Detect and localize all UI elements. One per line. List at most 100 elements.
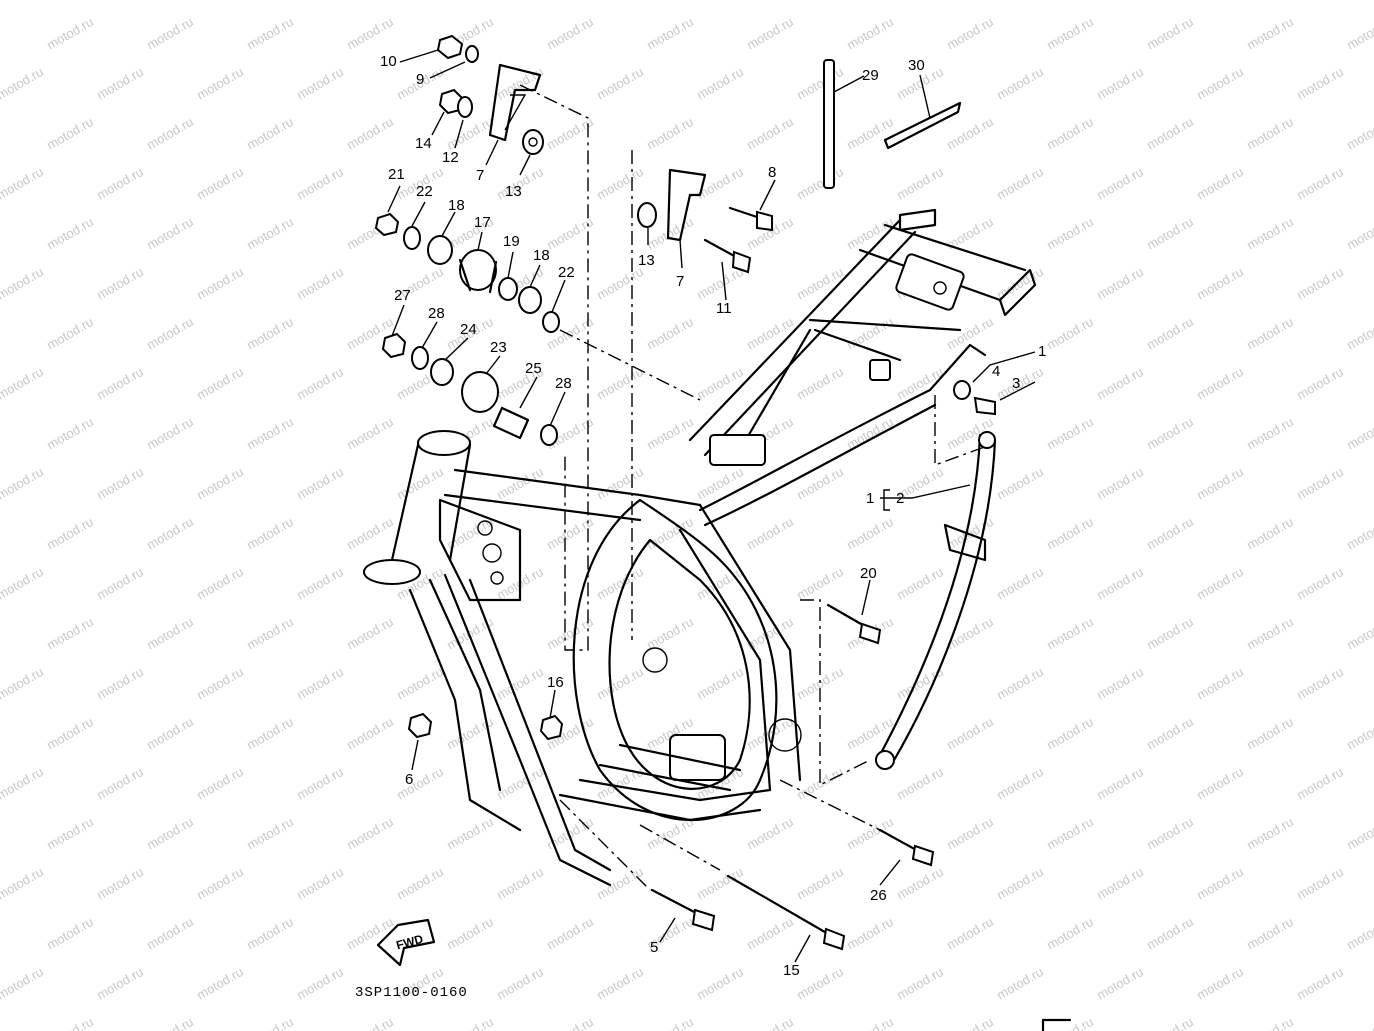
- watermark-text: motod.ru: [144, 1014, 196, 1031]
- watermark-text: motod.ru: [94, 164, 146, 203]
- watermark-text: motod.ru: [994, 64, 1046, 103]
- watermark-text: motod.ru: [144, 14, 196, 53]
- watermark-text: motod.ru: [394, 464, 446, 503]
- watermark-text: motod.ru: [994, 564, 1046, 603]
- part-number-15: 15: [783, 962, 800, 979]
- watermark-text: motod.ru: [1144, 114, 1196, 153]
- watermark-text: motod.ru: [244, 514, 296, 553]
- part-number-26: 26: [870, 887, 887, 904]
- watermark-text: motod.ru: [944, 614, 996, 653]
- watermark-text: motod.ru: [1144, 414, 1196, 453]
- watermark-text: motod.ru: [794, 64, 846, 103]
- part-number-28-right: 28: [555, 375, 572, 392]
- watermark-text: motod.ru: [94, 264, 146, 303]
- watermark-text: motod.ru: [944, 1014, 996, 1031]
- watermark-text: motod.ru: [1094, 64, 1146, 103]
- watermark-text: motod.ru: [44, 414, 96, 453]
- steering-head-bottom: [363, 559, 421, 585]
- watermark-text: motod.ru: [594, 964, 646, 1003]
- watermark-text: motod.ru: [1194, 764, 1246, 803]
- watermark-text: motod.ru: [294, 364, 346, 403]
- watermark-text: motod.ru: [1044, 114, 1096, 153]
- watermark-text: motod.ru: [44, 714, 96, 753]
- part-number-25: 25: [525, 360, 542, 377]
- part-number-30: 30: [908, 57, 925, 74]
- watermark-text: motod.ru: [894, 0, 946, 3]
- watermark-text: motod.ru: [44, 814, 96, 853]
- watermark-text: motod.ru: [1094, 764, 1146, 803]
- watermark-text: motod.ru: [644, 314, 696, 353]
- part-number-10: 10: [380, 53, 397, 70]
- watermark-text: motod.ru: [1244, 914, 1296, 953]
- watermark-text: motod.ru: [994, 464, 1046, 503]
- watermark-text: motod.ru: [1244, 714, 1296, 753]
- watermark-text: motod.ru: [1194, 164, 1246, 203]
- watermark-text: motod.ru: [1344, 1014, 1374, 1031]
- watermark-text: motod.ru: [1144, 314, 1196, 353]
- watermark-text: motod.ru: [0, 964, 46, 1003]
- watermark-text: motod.ru: [744, 814, 796, 853]
- watermark-text: motod.ru: [344, 714, 396, 753]
- watermark-text: motod.ru: [94, 0, 146, 3]
- watermark-text: motod.ru: [1144, 814, 1196, 853]
- watermark-text: motod.ru: [44, 614, 96, 653]
- watermark-text: motod.ru: [344, 14, 396, 53]
- watermark-text: motod.ru: [1144, 914, 1196, 953]
- watermark-text: motod.ru: [694, 64, 746, 103]
- watermark-text: motod.ru: [344, 814, 396, 853]
- watermark-text: motod.ru: [1294, 364, 1346, 403]
- watermark-text: motod.ru: [94, 464, 146, 503]
- watermark-text: motod.ru: [244, 14, 296, 53]
- lower-rear-stay: [875, 431, 997, 770]
- watermark-text: motod.ru: [494, 964, 546, 1003]
- watermark-text: motod.ru: [1044, 614, 1096, 653]
- watermark-text: motod.ru: [944, 114, 996, 153]
- watermark-text: motod.ru: [1244, 14, 1296, 53]
- watermark-text: motod.ru: [0, 0, 46, 3]
- watermark-text: motod.ru: [794, 364, 846, 403]
- watermark-text: motod.ru: [444, 114, 496, 153]
- watermark-text: motod.ru: [844, 514, 896, 553]
- watermark-text: motod.ru: [594, 264, 646, 303]
- watermark-text: motod.ru: [0, 564, 46, 603]
- watermark-text: motod.ru: [0, 664, 46, 703]
- watermark-text: motod.ru: [1194, 664, 1246, 703]
- watermark-text: motod.ru: [294, 64, 346, 103]
- part-number-1-lower: 1: [866, 490, 874, 507]
- part-number-8: 8: [768, 164, 776, 181]
- watermark-text: motod.ru: [294, 664, 346, 703]
- watermark-text: motod.ru: [1294, 264, 1346, 303]
- watermark-text: motod.ru: [1044, 1014, 1096, 1031]
- fwd-label: FWD: [395, 932, 425, 953]
- watermark-text: motod.ru: [1194, 0, 1246, 3]
- watermark-text: motod.ru: [94, 364, 146, 403]
- watermark-text: motod.ru: [844, 1014, 896, 1031]
- watermark-text: motod.ru: [44, 1014, 96, 1031]
- watermark-text: motod.ru: [1094, 164, 1146, 203]
- watermark-text: motod.ru: [1144, 14, 1196, 53]
- watermark-text: motod.ru: [1344, 614, 1374, 653]
- part-number-19: 19: [503, 233, 520, 250]
- watermark-text: motod.ru: [294, 464, 346, 503]
- watermark-text: motod.ru: [394, 0, 446, 3]
- part-number-14: 14: [415, 135, 432, 152]
- watermark-text: motod.ru: [1144, 714, 1196, 753]
- watermark-text: motod.ru: [594, 0, 646, 3]
- watermark-text: motod.ru: [1094, 364, 1146, 403]
- watermark-text: motod.ru: [794, 0, 846, 3]
- watermark-text: motod.ru: [94, 664, 146, 703]
- watermark-text: motod.ru: [544, 1014, 596, 1031]
- part-number-7-mid: 7: [676, 273, 684, 290]
- watermark-text: motod.ru: [894, 764, 946, 803]
- watermark-text: motod.ru: [494, 864, 546, 903]
- watermark-text: motod.ru: [694, 664, 746, 703]
- part-number-16: 16: [547, 674, 564, 691]
- watermark-text: motod.ru: [444, 914, 496, 953]
- part-number-1-upper: 1: [1038, 343, 1046, 360]
- watermark-text: motod.ru: [1094, 264, 1146, 303]
- watermark-text: motod.ru: [744, 914, 796, 953]
- watermark-text: motod.ru: [1344, 114, 1374, 153]
- watermark-text: motod.ru: [594, 464, 646, 503]
- watermark-text: motod.ru: [194, 0, 246, 3]
